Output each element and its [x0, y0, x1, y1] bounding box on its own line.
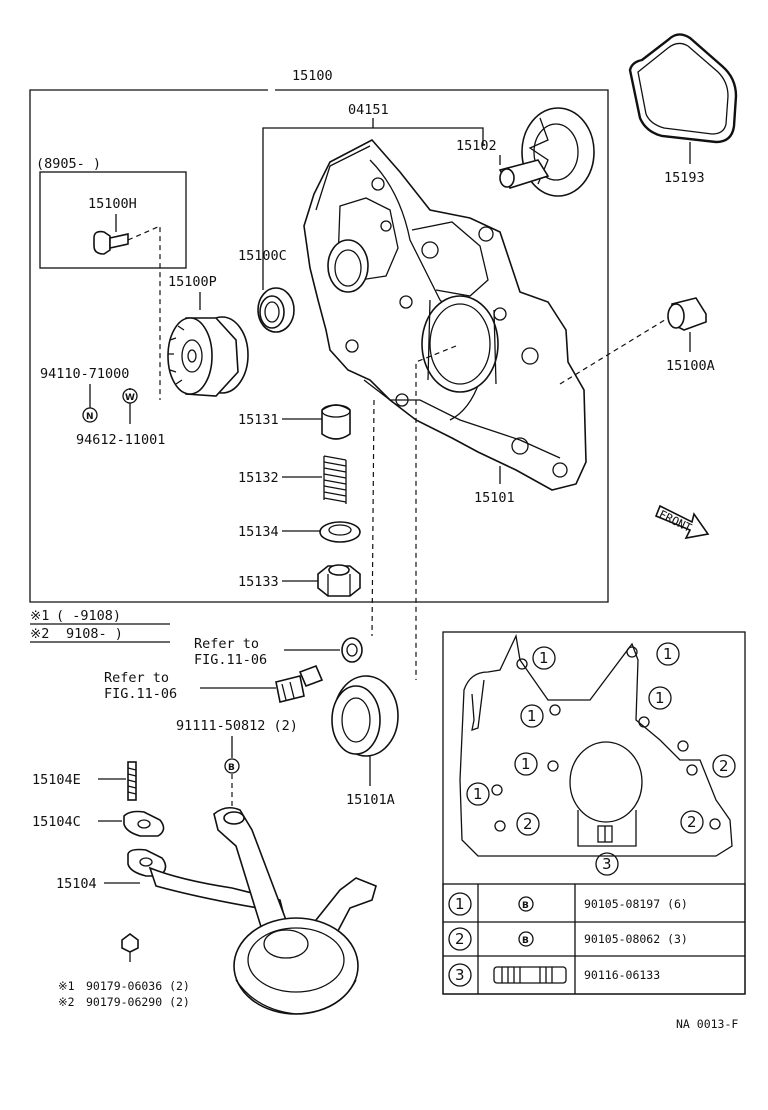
label-15101: 15101	[474, 490, 515, 506]
table-row: 1 B 90105-08197 (6)	[448, 892, 688, 916]
svg-text:1: 1	[663, 645, 673, 663]
label-94110-71000: 94110-71000	[40, 366, 129, 382]
bolt-table: 1 B 90105-08197 (6) 2 B 90105-08062 (3) …	[442, 883, 746, 995]
svg-text:1: 1	[527, 707, 537, 725]
bolt-91111: 91111-50812 (2) B	[176, 718, 298, 812]
bolt-location-inset: 1 1 1 1 1 1 2 2 2 3 1 B 90105-08197 (6)	[442, 631, 746, 995]
svg-text:3: 3	[602, 855, 612, 873]
label-91111-50812: 91111-50812 (2)	[176, 718, 298, 734]
stud-15104E: 15104E	[32, 761, 137, 801]
label-15100: 15100	[292, 68, 333, 84]
svg-text:B: B	[522, 901, 529, 911]
seal-15101A: 15101A	[331, 675, 399, 808]
refer-b-line2: FIG.11-06	[104, 686, 177, 702]
gasket-15104C: 15104C	[32, 810, 165, 837]
svg-text:2: 2	[455, 930, 465, 948]
label-date-range: (8905- )	[36, 156, 101, 172]
label-15104C: 15104C	[32, 814, 81, 830]
note1-mark: ※1	[30, 608, 49, 624]
n-mark: N	[86, 412, 94, 422]
kit-bracket: 04151	[262, 102, 484, 290]
svg-text:2: 2	[719, 757, 729, 775]
relief-valve-parts: 15131 15132 15134 15133	[238, 399, 375, 637]
label-15102: 15102	[456, 138, 497, 154]
screw-inset: (8905- ) 15100H	[36, 156, 187, 400]
svg-text:1: 1	[455, 895, 465, 913]
callout-2b: 2	[516, 812, 540, 836]
svg-text:1: 1	[539, 649, 549, 667]
nut-and-washer: 94110-71000 N W 94612-11001	[40, 366, 165, 448]
callout-1e: 1	[514, 752, 538, 776]
label-15132: 15132	[238, 470, 279, 486]
callout-1b: 1	[656, 642, 680, 666]
diagram-code: NA 0013-F	[676, 1017, 738, 1031]
label-15104E: 15104E	[32, 772, 81, 788]
table-row: 3 90116-06133	[448, 963, 660, 987]
label-15133: 15133	[238, 574, 279, 590]
note2-text: 9108- )	[66, 626, 123, 642]
strainer-bolt: ※1 90179-06036 (2) ※2 90179-06290 (2)	[58, 933, 190, 1009]
note1-text: ( -9108)	[56, 608, 121, 624]
refer-washer: Refer to FIG.11-06	[194, 636, 363, 668]
front-arrow: FRONT	[654, 504, 710, 540]
table-row: 2 B 90105-08062 (3)	[448, 927, 688, 951]
callout-3: 3	[595, 852, 619, 876]
label-15100A: 15100A	[666, 358, 715, 374]
refer-a-line1: Refer to	[194, 636, 259, 652]
label-15134: 15134	[238, 524, 279, 540]
svg-text:B: B	[522, 936, 529, 946]
label-90179-06036: 90179-06036 (2)	[86, 979, 190, 993]
callout-1c: 1	[648, 686, 672, 710]
gear-15100P: 15100P	[167, 274, 249, 397]
b-mark: B	[228, 763, 235, 773]
stud-bolt-icon	[493, 966, 567, 984]
label-04151: 04151	[348, 102, 389, 118]
refer-b-line1: Refer to	[104, 670, 169, 686]
label-90179-06290: 90179-06290 (2)	[86, 995, 190, 1009]
label-15100P: 15100P	[168, 274, 217, 290]
svg-text:3: 3	[455, 966, 465, 984]
label-15104: 15104	[56, 876, 97, 892]
svg-text:2: 2	[523, 815, 533, 833]
refer-sensor: Refer to FIG.11-06	[104, 664, 324, 703]
label-15101A: 15101A	[346, 792, 395, 808]
svg-text:90105-08062 (3): 90105-08062 (3)	[584, 932, 688, 946]
svg-text:90105-08197 (6): 90105-08197 (6)	[584, 897, 688, 911]
svg-text:1: 1	[473, 785, 483, 803]
assembly-frame: 15100	[29, 68, 609, 603]
rotor-15102: 15102	[456, 107, 595, 197]
svg-text:1: 1	[655, 689, 665, 707]
label-94612-11001: 94612-11001	[76, 432, 165, 448]
footnotes: ※1 ( -9108) ※2 9108- )	[30, 608, 170, 643]
callout-2c: 2	[680, 810, 704, 834]
note2-mark: ※2	[30, 626, 49, 642]
bolt2-mark: ※2	[58, 995, 75, 1009]
strainer-15104: 15104	[56, 806, 377, 1015]
label-front: FRONT	[657, 507, 694, 535]
svg-text:1: 1	[521, 755, 531, 773]
bolt1-mark: ※1	[58, 979, 75, 993]
callout-2a: 2	[712, 754, 736, 778]
callout-1d: 1	[520, 704, 544, 728]
svg-text:2: 2	[687, 813, 697, 831]
label-15100H: 15100H	[88, 196, 137, 212]
callout-1f: 1	[466, 782, 490, 806]
label-15193: 15193	[664, 170, 705, 186]
oil-seal-15100C: 15100C	[238, 248, 295, 333]
callout-1a: 1	[532, 646, 556, 670]
sleeve-15100A: 15100A	[559, 297, 715, 385]
label-15100C: 15100C	[238, 248, 287, 264]
svg-text:90116-06133: 90116-06133	[584, 968, 660, 982]
gasket-15193: 15193	[628, 33, 738, 186]
pump-body-15101: 15101	[303, 138, 587, 680]
label-15131: 15131	[238, 412, 279, 428]
w-mark: W	[125, 393, 135, 403]
refer-a-line2: FIG.11-06	[194, 652, 267, 668]
